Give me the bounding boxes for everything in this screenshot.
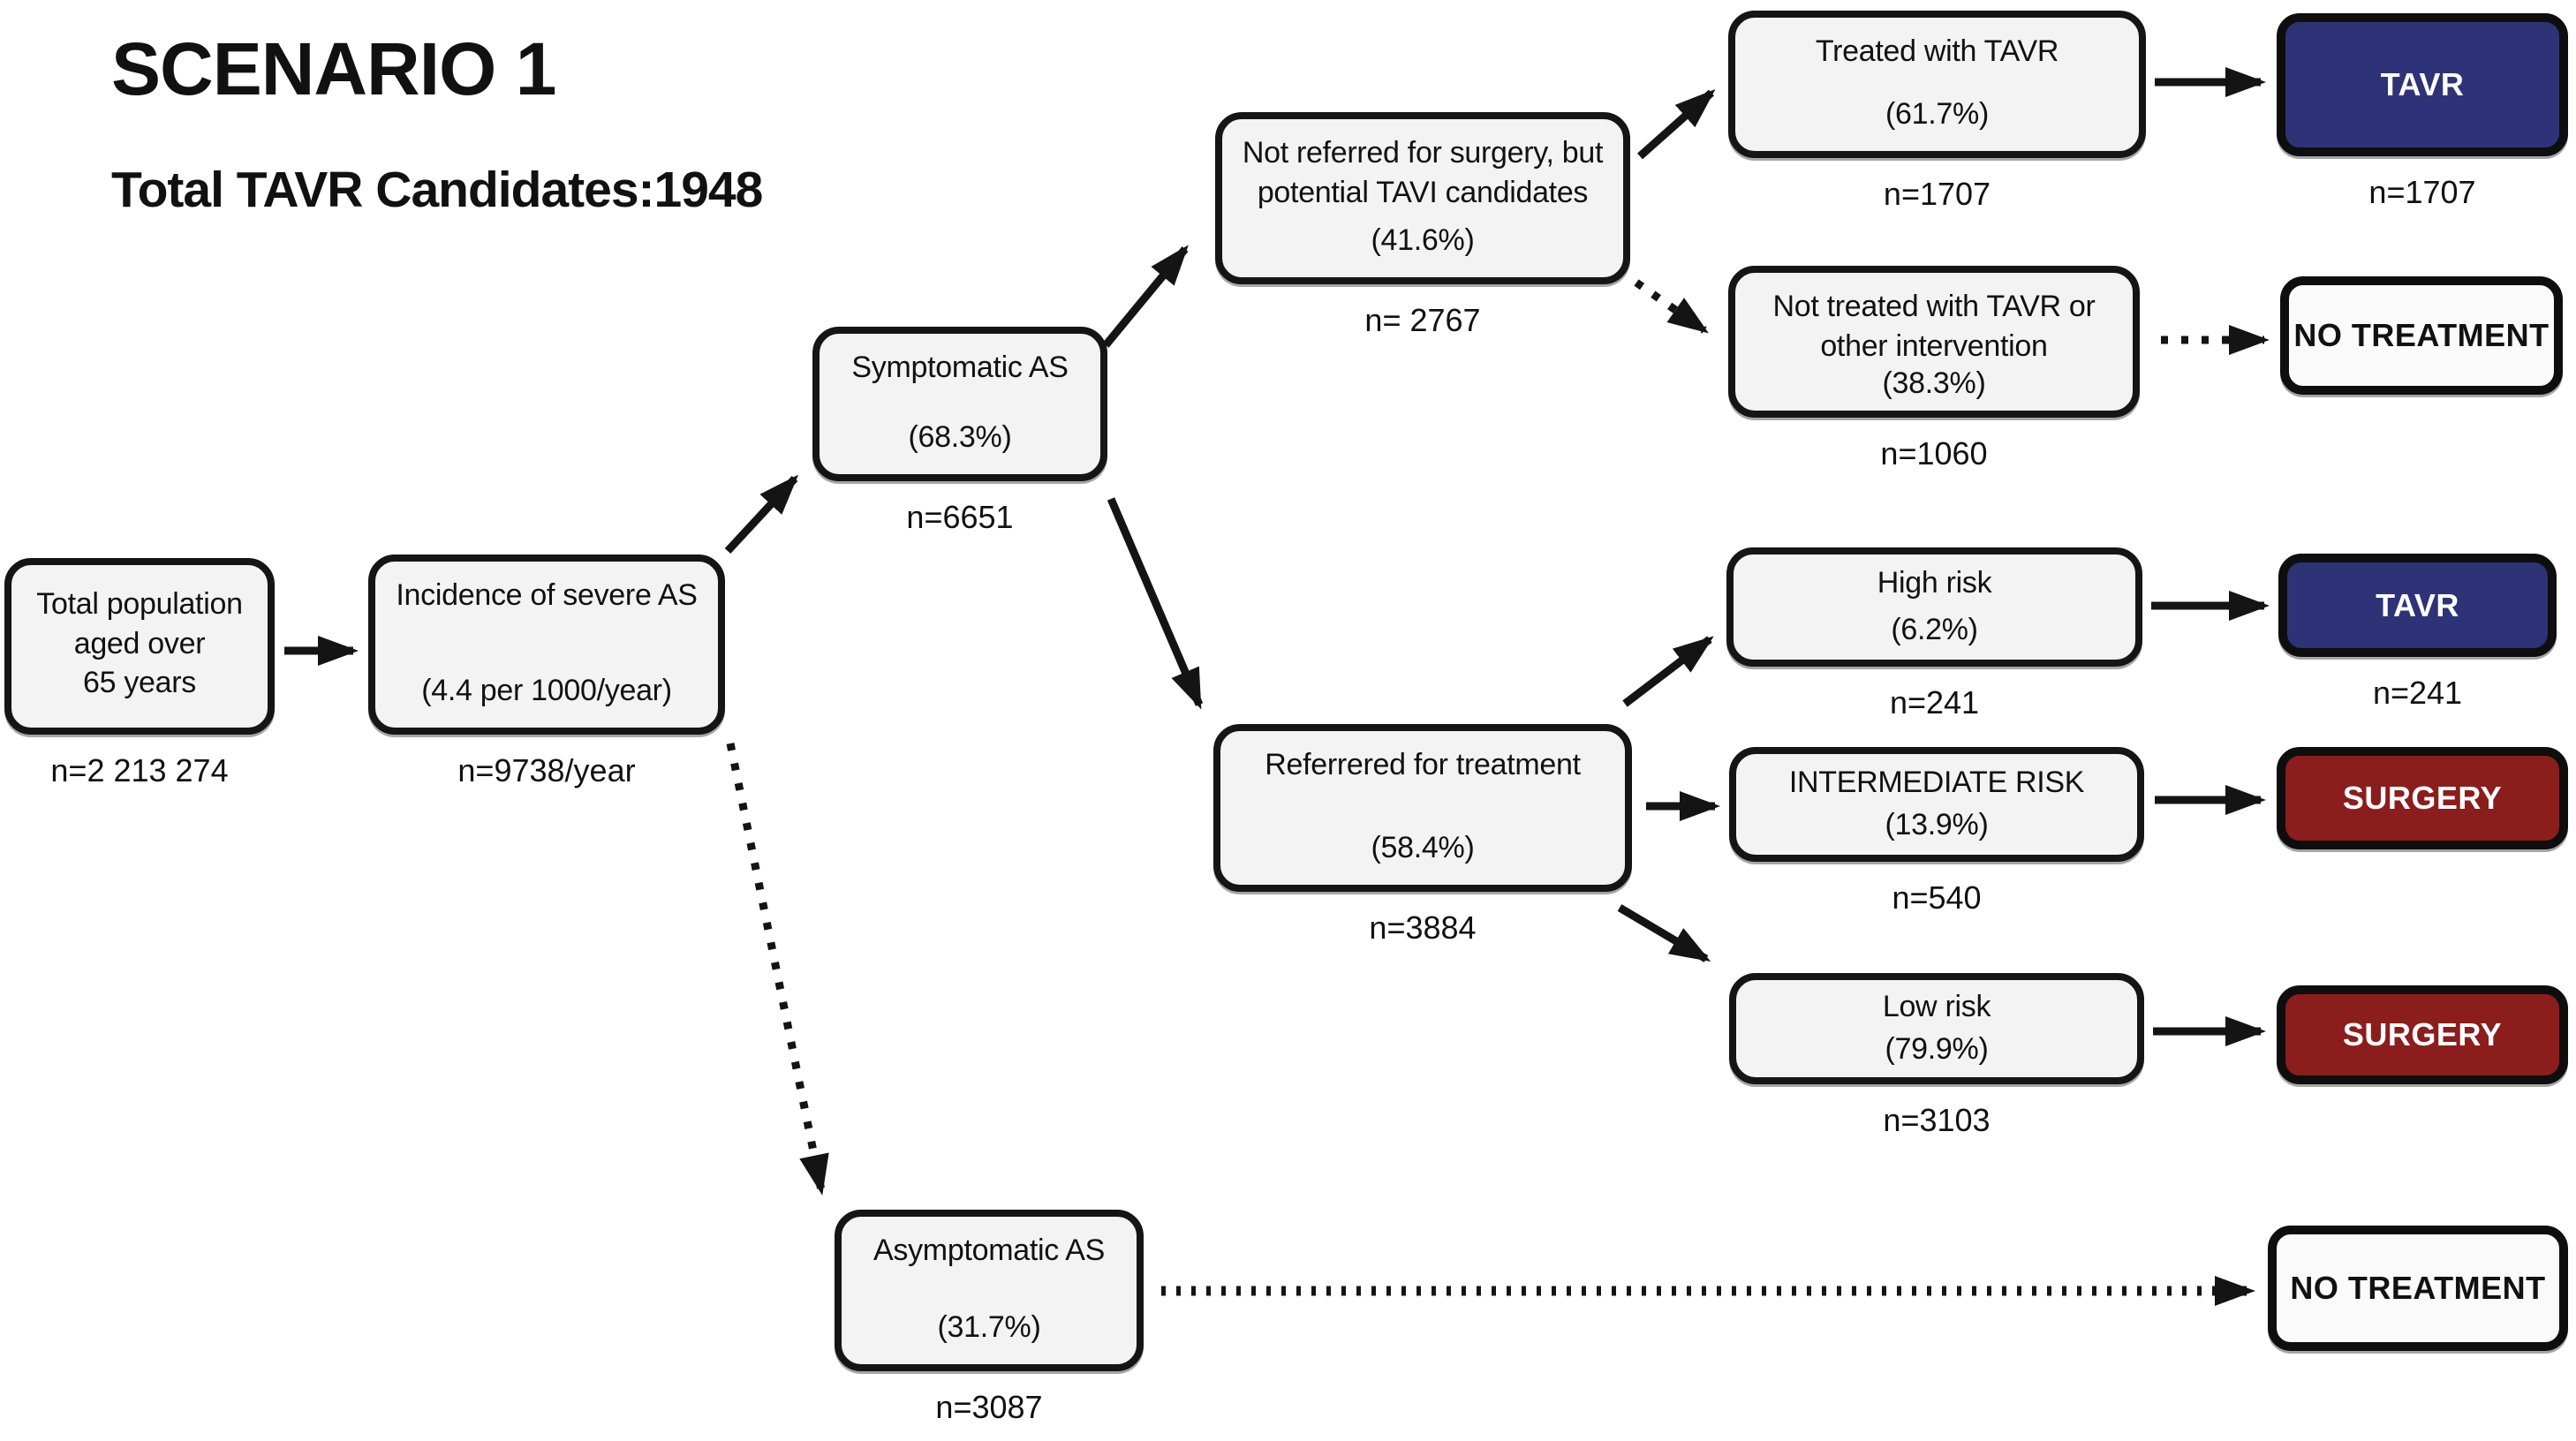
outcome-tavr-mid: TAVR n=241 [2278,554,2557,711]
treated-tavr-pct: (61.7%) [1885,97,1989,131]
node-total-population: Total population aged over 65 years n=2 … [4,558,275,788]
treated-tavr-label: Treated with TAVR [1815,34,2059,68]
total-population-box: Total population aged over 65 years [4,558,275,735]
symptomatic-pct: (68.3%) [908,420,1012,454]
high-risk-box: High risk (6.2%) [1726,547,2142,667]
page-subtitle: Total TAVR Candidates:1948 [111,162,763,218]
node-referred-for-treatment: Referrered for treatment (58.4%) n=3884 [1213,724,1632,946]
incidence-count: n=9738/year [457,752,636,788]
asymptomatic-label: Asymptomatic AS [873,1234,1105,1267]
outcome-tavr-top: TAVR n=1707 [2277,13,2568,210]
node-symptomatic: Symptomatic AS (68.3%) n=6651 [812,327,1107,535]
incidence-label: Incidence of severe AS [396,578,698,612]
treated-tavr-count: n=1707 [1883,176,1991,212]
arrow-incidence-to-asymptomatic [726,743,829,1196]
intermediate-risk-count: n=540 [1892,879,1982,916]
node-low-risk: Low risk (79.9%) n=3103 [1729,973,2144,1138]
not-treated-label: Not treated with TAVR or other intervent… [1772,290,2096,363]
symptomatic-count: n=6651 [906,499,1014,535]
surgery-low-box: SURGERY [2277,985,2568,1084]
intermediate-risk-pct: (13.9%) [1885,808,1989,841]
intermediate-risk-box: INTERMEDIATE RISK (13.9%) [1729,747,2144,862]
outcome-no-treatment-bottom: NO TREATMENT [2268,1226,2568,1351]
incidence-pct: (4.4 per 1000/year) [421,674,672,707]
arrow-not-referred-to-not-treated [1634,279,1709,334]
symptomatic-box: Symptomatic AS (68.3%) [812,327,1107,481]
not-treated-count: n=1060 [1880,435,1988,472]
low-risk-pct: (79.9%) [1885,1032,1989,1066]
not-referred-count: n= 2767 [1364,302,1481,338]
treated-tavr-box: Treated with TAVR (61.7%) [1728,11,2146,158]
not-referred-pct: (41.6%) [1371,223,1475,257]
arrow-incidence-to-symptomatic [724,474,799,555]
total-population-label: Total population aged over 65 years [36,586,243,700]
outcome-surgery-low: SURGERY [2277,985,2568,1084]
tavr-top-count: n=1707 [2368,174,2476,210]
no-treatment-top-label: NO TREATMENT [2293,317,2550,353]
symptomatic-label: Symptomatic AS [851,351,1069,384]
referred-count: n=3884 [1369,909,1477,946]
tavr-mid-box: TAVR [2278,554,2557,657]
outcome-no-treatment-top: NO TREATMENT [2280,276,2563,395]
tavr-top-box: TAVR [2277,13,2568,156]
node-treated-with-tavr: Treated with TAVR (61.7%) n=1707 [1728,11,2146,212]
total-population-count: n=2 213 274 [50,752,229,788]
arrow-referred-to-low-risk [1617,904,1711,962]
arrow-not-referred-to-treated [1637,89,1716,160]
low-risk-box: Low risk (79.9%) [1729,973,2144,1084]
arrow-symptomatic-to-referred [1107,497,1204,710]
node-not-treated: Not treated with TAVR or other intervent… [1728,266,2140,472]
asymptomatic-count: n=3087 [935,1389,1043,1425]
asymptomatic-box: Asymptomatic AS (31.7%) [835,1210,1144,1371]
tavr-mid-count: n=241 [2372,675,2463,711]
low-risk-label: Low risk [1882,990,1991,1023]
referred-pct: (58.4%) [1371,831,1475,864]
asymptomatic-pct: (31.7%) [937,1310,1041,1344]
referred-box: Referrered for treatment (58.4%) [1213,724,1632,892]
node-intermediate-risk: INTERMEDIATE RISK (13.9%) n=540 [1729,747,2144,916]
not-treated-pct: (38.3%) [1882,366,1986,400]
surgery-intermediate-label: SURGERY [2342,780,2503,816]
tavr-mid-label: TAVR [2376,586,2459,623]
outcome-surgery-intermediate: SURGERY [2277,747,2568,849]
no-treatment-top-box: NO TREATMENT [2280,276,2563,395]
node-not-referred: Not referred for surgery, but potential … [1215,112,1630,338]
node-high-risk: High risk (6.2%) n=241 [1726,547,2142,720]
arrow-symptomatic-to-not-referred [1102,245,1189,348]
node-asymptomatic: Asymptomatic AS (31.7%) n=3087 [835,1210,1144,1425]
not-referred-box: Not referred for surgery, but potential … [1215,112,1630,284]
tavr-top-label: TAVR [2380,66,2465,102]
no-treatment-bottom-box: NO TREATMENT [2268,1226,2568,1351]
low-risk-count: n=3103 [1883,1102,1991,1138]
not-treated-box: Not treated with TAVR or other intervent… [1728,266,2140,418]
incidence-box: Incidence of severe AS (4.4 per 1000/yea… [368,555,725,735]
surgery-low-label: SURGERY [2342,1016,2503,1052]
node-incidence: Incidence of severe AS (4.4 per 1000/yea… [368,555,725,788]
high-risk-pct: (6.2%) [1891,613,1978,646]
high-risk-label: High risk [1877,566,1992,600]
no-treatment-bottom-label: NO TREATMENT [2290,1270,2546,1306]
referred-label: Referrered for treatment [1265,748,1581,781]
surgery-intermediate-box: SURGERY [2277,747,2568,849]
high-risk-count: n=241 [1889,684,1980,720]
arrow-referred-to-high-risk [1622,636,1714,707]
intermediate-risk-label: INTERMEDIATE RISK [1788,766,2085,799]
not-referred-label: Not referred for surgery, but potential … [1242,136,1604,209]
page-title: SCENARIO 1 [111,27,556,110]
